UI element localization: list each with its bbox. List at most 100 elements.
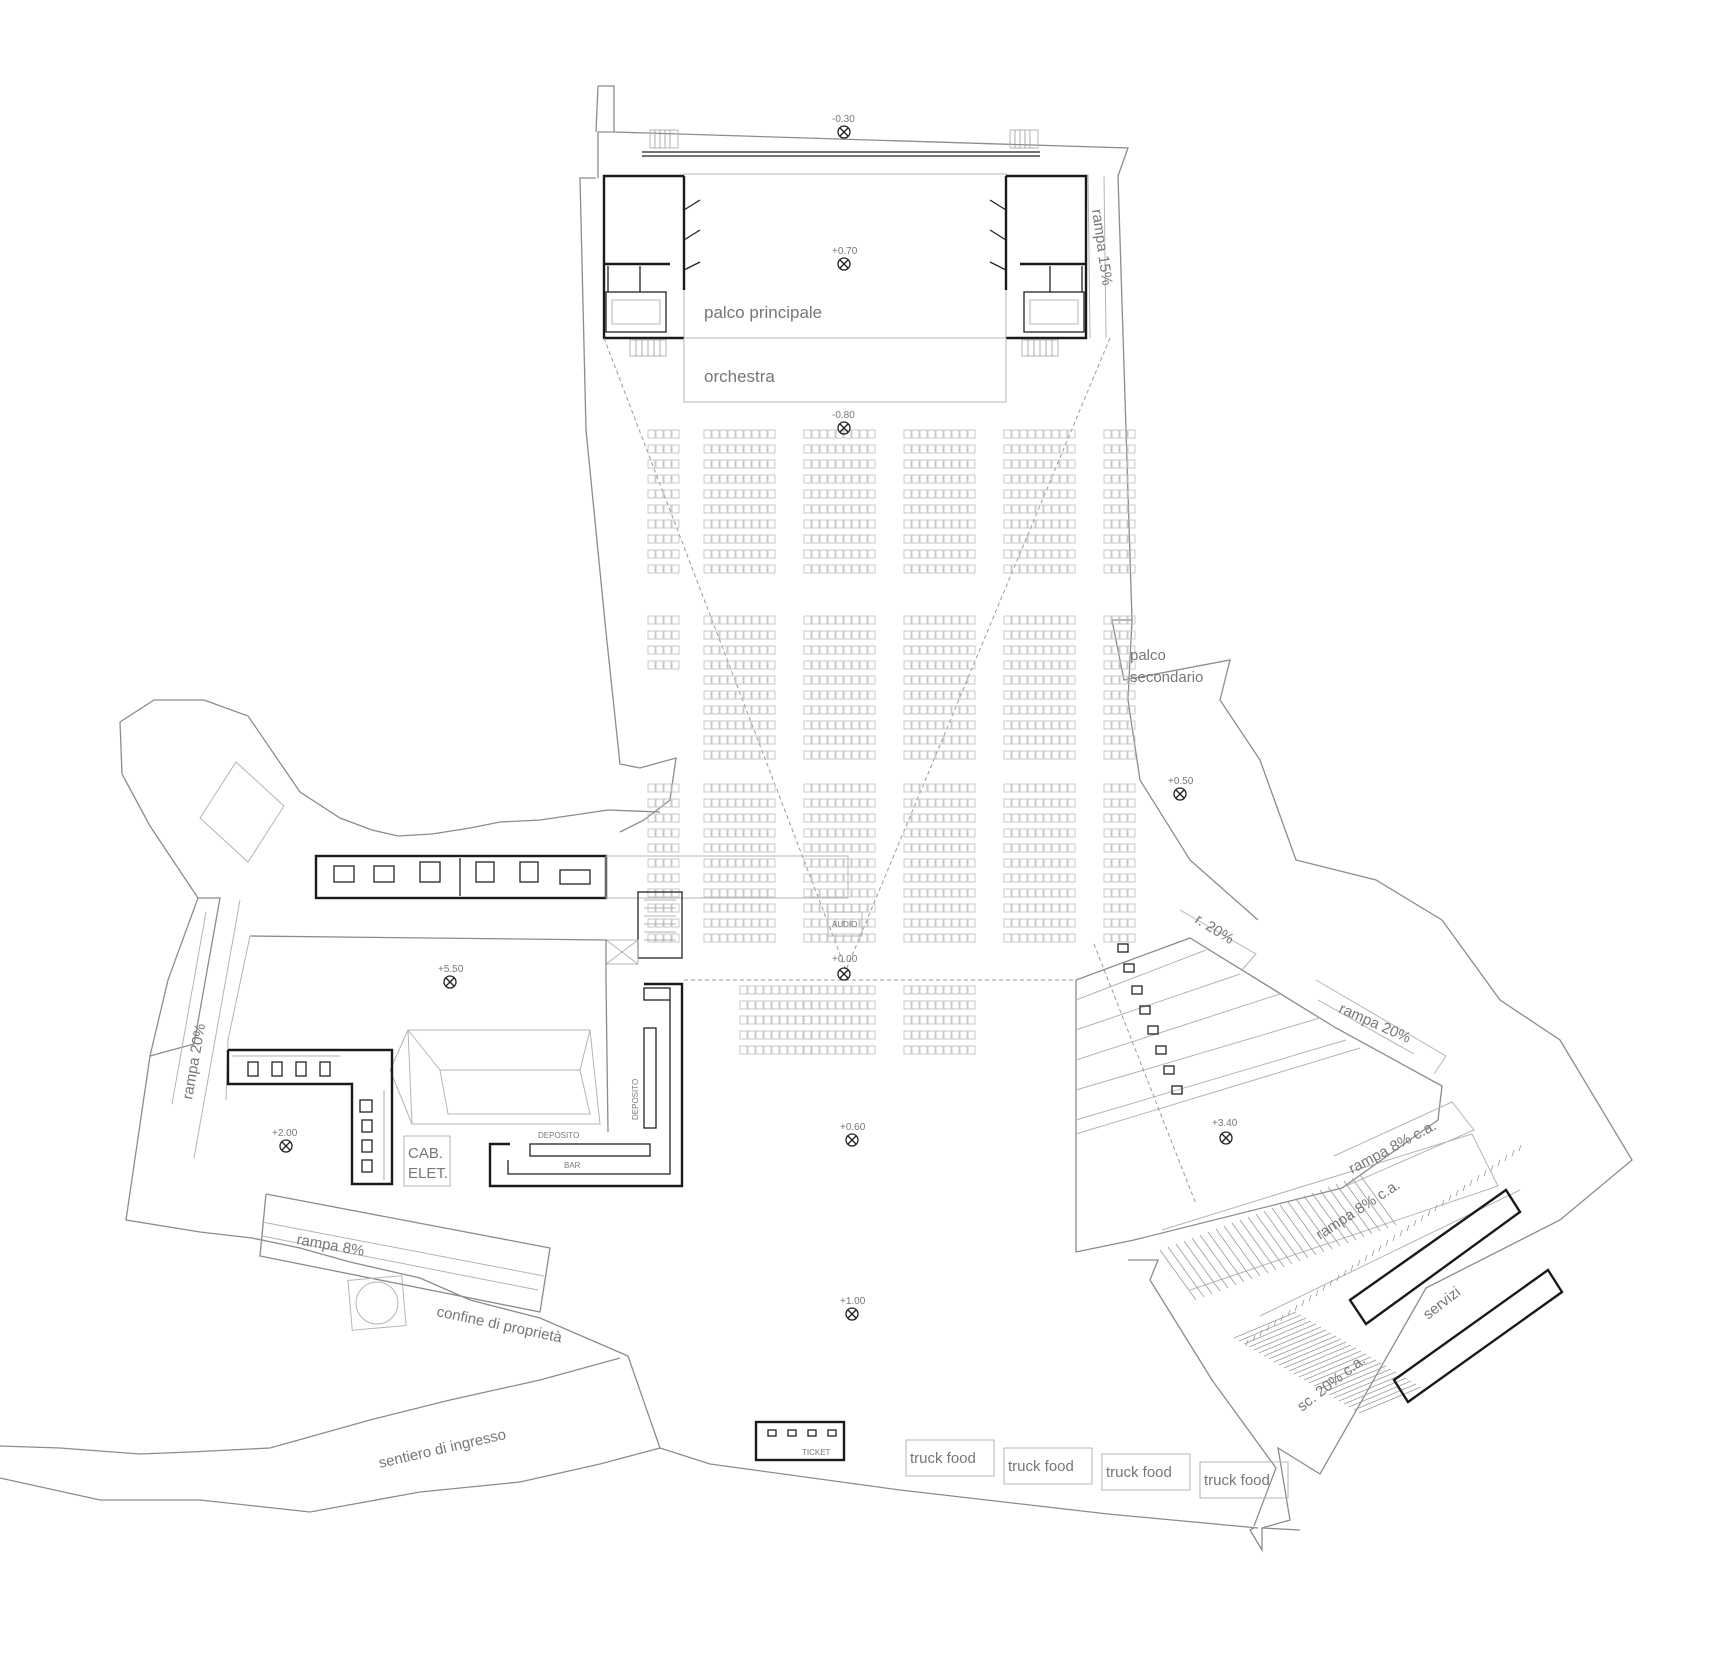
seat xyxy=(919,813,928,823)
seat xyxy=(711,459,720,469)
elevation-marker-icon xyxy=(837,125,851,139)
seat xyxy=(951,843,960,853)
seat xyxy=(919,888,928,898)
seat xyxy=(1043,630,1052,640)
seat xyxy=(751,444,760,454)
seat xyxy=(655,783,664,793)
seat xyxy=(867,660,876,670)
seat xyxy=(743,843,752,853)
seat xyxy=(911,933,920,943)
seat xyxy=(959,615,968,625)
seat xyxy=(1019,474,1028,484)
seat xyxy=(1067,735,1076,745)
seat xyxy=(767,903,776,913)
seat xyxy=(727,735,736,745)
seat xyxy=(967,489,976,499)
seat xyxy=(903,918,912,928)
seat xyxy=(767,504,776,514)
seat xyxy=(711,720,720,730)
seat xyxy=(959,459,968,469)
seat xyxy=(959,858,968,868)
seat xyxy=(1111,735,1120,745)
seat xyxy=(1051,645,1060,655)
seat xyxy=(743,615,752,625)
seat xyxy=(811,459,820,469)
seat xyxy=(1019,720,1028,730)
seat xyxy=(727,429,736,439)
seat xyxy=(735,444,744,454)
seat xyxy=(735,873,744,883)
seat xyxy=(663,504,672,514)
label-deposito-h: DEPOSITO xyxy=(538,1131,579,1140)
seat xyxy=(943,489,952,499)
seat xyxy=(703,645,712,655)
seat xyxy=(951,564,960,574)
seat xyxy=(1051,798,1060,808)
seat xyxy=(671,444,680,454)
seat xyxy=(851,1000,860,1010)
seat xyxy=(719,813,728,823)
seat xyxy=(1003,933,1012,943)
seat xyxy=(835,933,844,943)
seat xyxy=(727,828,736,838)
seat xyxy=(759,564,768,574)
seat xyxy=(943,519,952,529)
seat xyxy=(911,459,920,469)
seat xyxy=(735,429,744,439)
seat xyxy=(703,504,712,514)
seat xyxy=(719,888,728,898)
seat xyxy=(1067,630,1076,640)
seat xyxy=(819,564,828,574)
seat xyxy=(771,985,780,995)
seat xyxy=(1011,690,1020,700)
seat xyxy=(671,429,680,439)
seat xyxy=(663,444,672,454)
stair-top-left xyxy=(649,129,679,149)
seat xyxy=(1051,504,1060,514)
seat xyxy=(671,933,680,943)
seat xyxy=(843,645,852,655)
seat xyxy=(1027,489,1036,499)
seat xyxy=(703,489,712,499)
seat xyxy=(743,489,752,499)
seat xyxy=(1027,720,1036,730)
seat xyxy=(727,459,736,469)
seat xyxy=(663,630,672,640)
seat xyxy=(935,645,944,655)
seat xyxy=(803,534,812,544)
seat xyxy=(719,549,728,559)
seat xyxy=(763,1000,772,1010)
seat xyxy=(859,690,868,700)
seat xyxy=(935,459,944,469)
seat xyxy=(1011,429,1020,439)
seat xyxy=(703,918,712,928)
seat xyxy=(951,873,960,883)
seat xyxy=(663,615,672,625)
elev-label-060: +0.60 xyxy=(840,1122,866,1133)
seat xyxy=(1067,474,1076,484)
seat xyxy=(663,429,672,439)
seat xyxy=(671,630,680,640)
seat xyxy=(827,504,836,514)
seat xyxy=(803,750,812,760)
seat xyxy=(819,918,828,928)
seat xyxy=(827,933,836,943)
seat xyxy=(851,630,860,640)
seat xyxy=(655,459,664,469)
seat xyxy=(827,843,836,853)
seat xyxy=(859,798,868,808)
seat xyxy=(671,873,680,883)
seat xyxy=(787,1000,796,1010)
seat xyxy=(919,429,928,439)
seat xyxy=(647,933,656,943)
seat xyxy=(1003,459,1012,469)
seat xyxy=(943,1030,952,1040)
elev-label-550: +5.50 xyxy=(438,964,464,975)
seat xyxy=(1011,918,1020,928)
seat xyxy=(1011,675,1020,685)
seat xyxy=(767,549,776,559)
seat xyxy=(935,873,944,883)
label-servizi: servizi xyxy=(1420,1284,1464,1324)
seat xyxy=(927,474,936,484)
seat xyxy=(1051,813,1060,823)
